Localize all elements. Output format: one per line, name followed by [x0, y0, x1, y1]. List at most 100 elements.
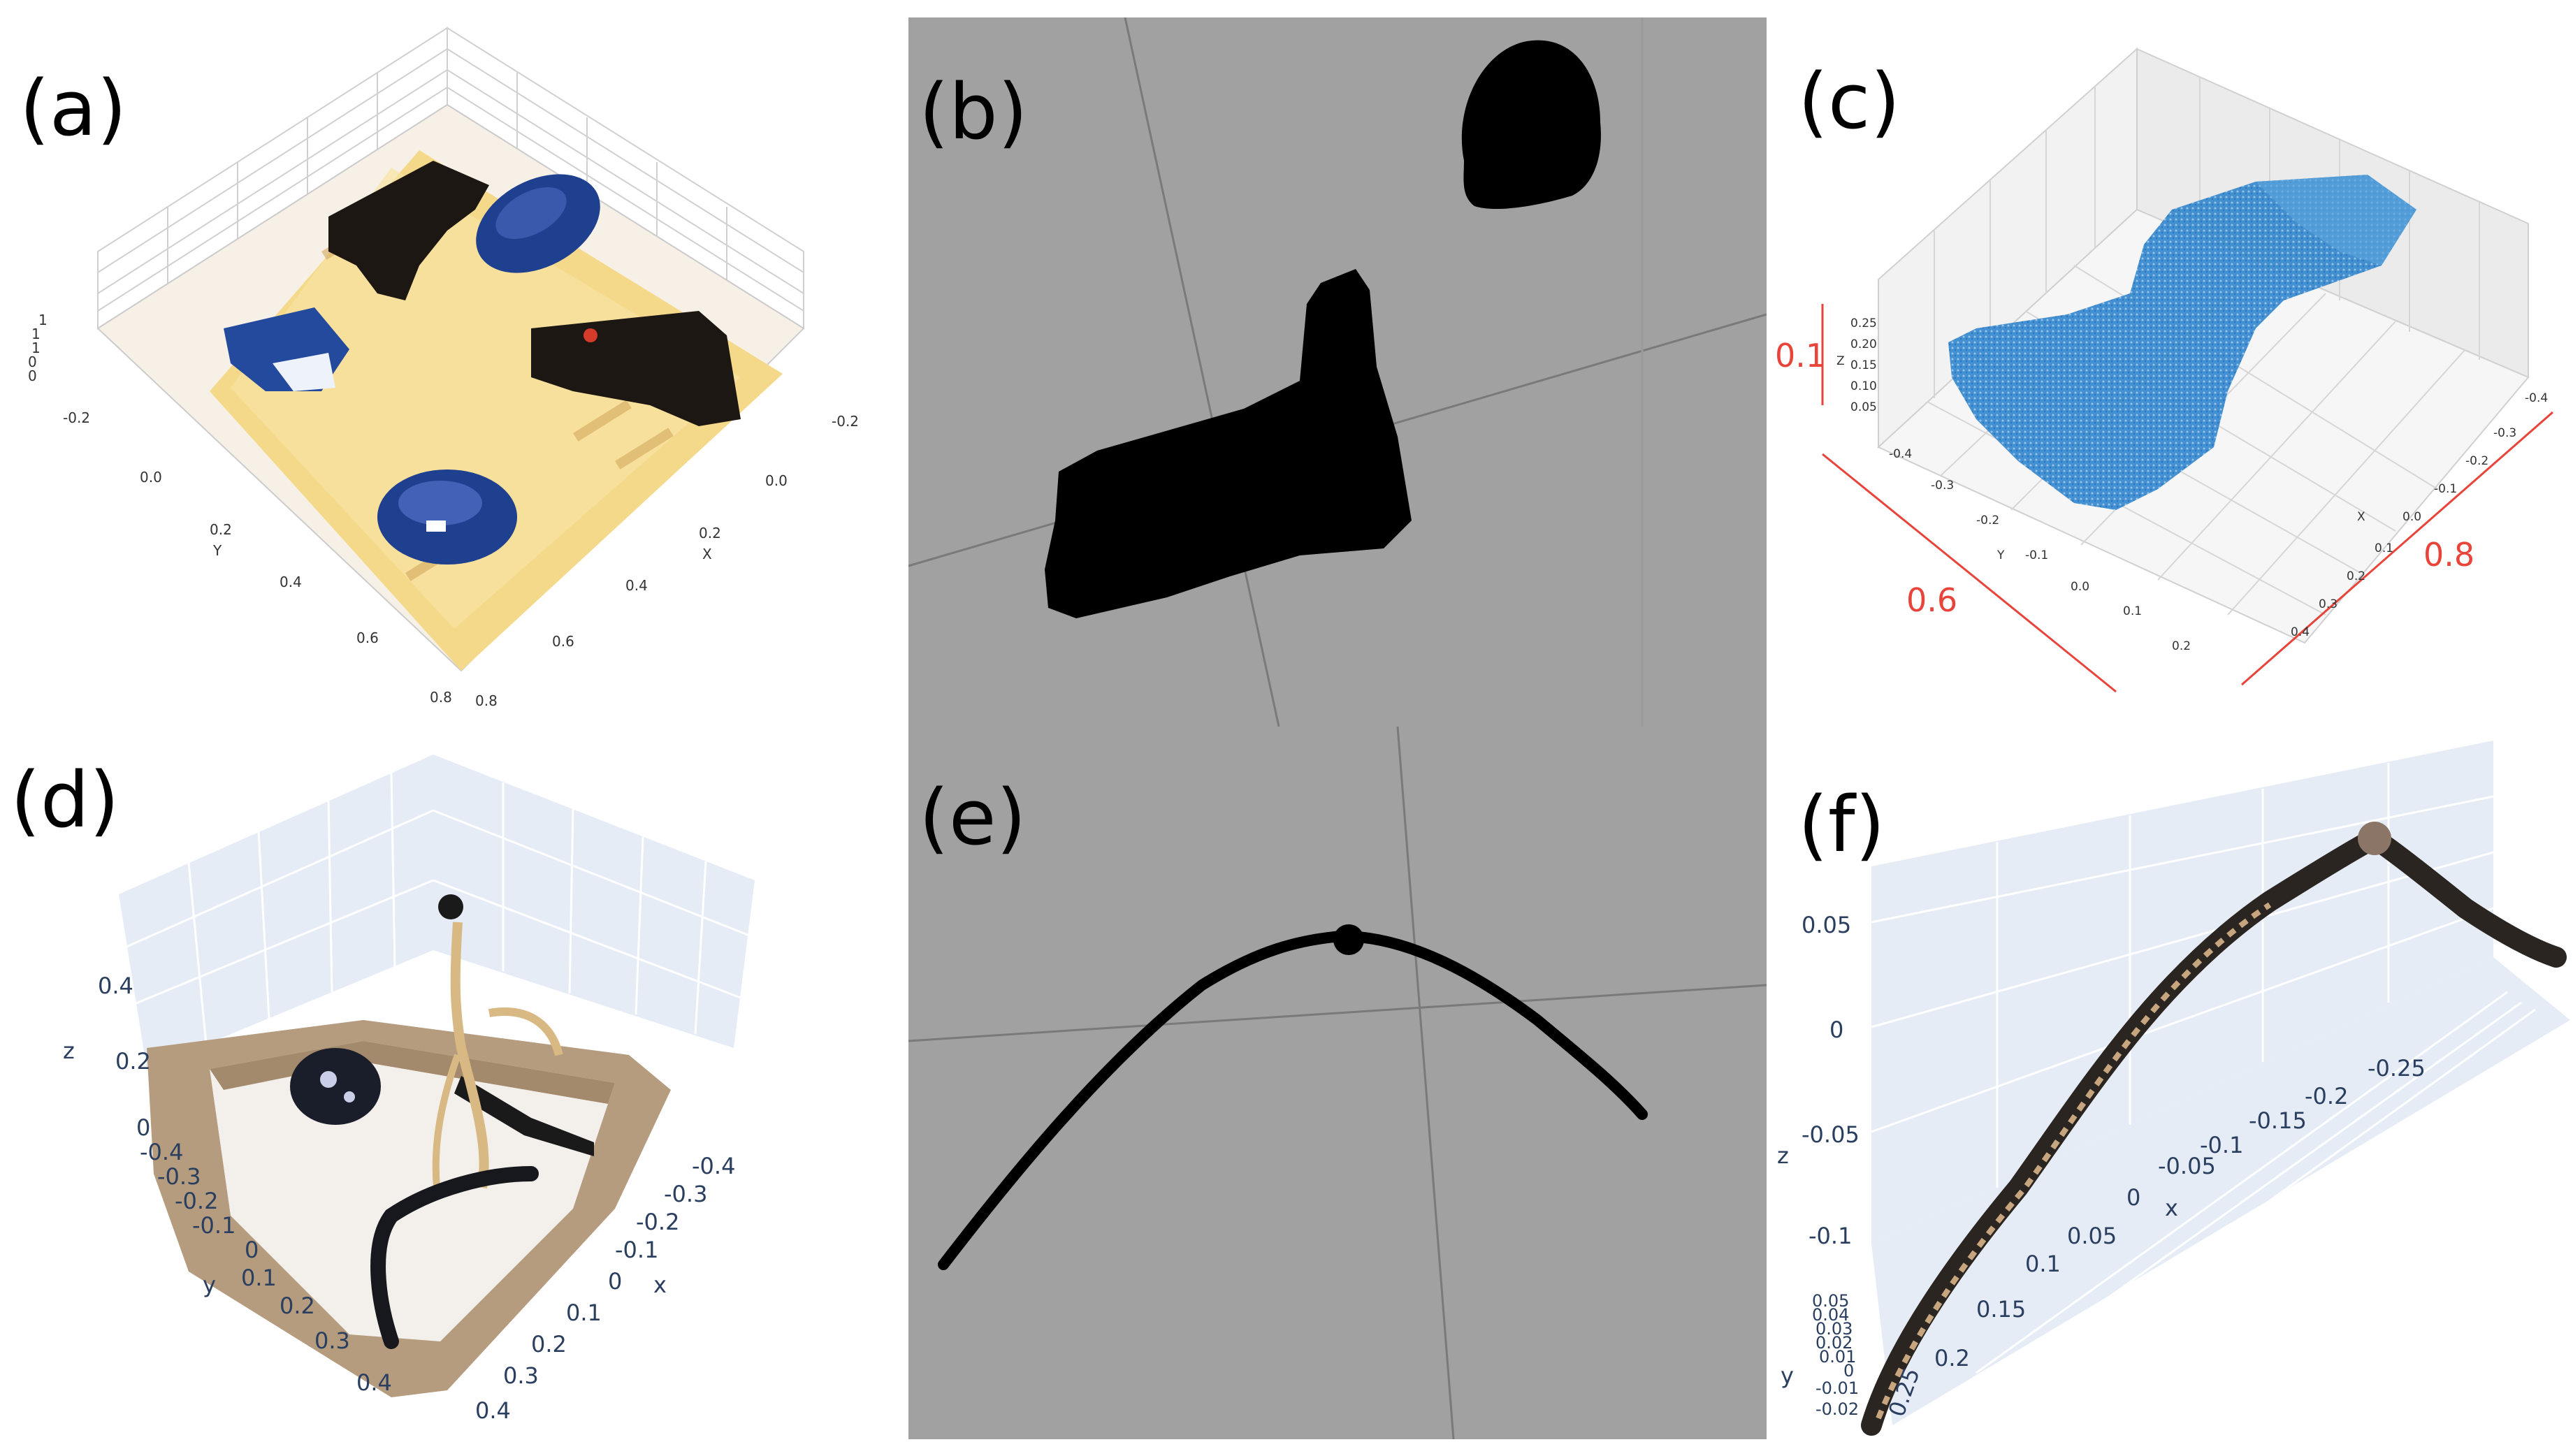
a-x-axis-label: X [702, 546, 712, 562]
d-x-tick: 0 [608, 1268, 622, 1295]
svg-text:0: 0 [28, 354, 37, 370]
d-x-tick: 0.2 [531, 1331, 567, 1357]
panel-d-plot: 0.4 0.2 0 z -0.4 -0.3 -0.2 -0.1 0 0.1 0.… [63, 755, 755, 1424]
f-y-tick: -0.01 [1815, 1378, 1859, 1398]
a-x-tick: 0.6 [552, 633, 574, 650]
d-z-tick: 0.2 [115, 1048, 151, 1075]
c-x-tick: 0.3 [2319, 597, 2338, 611]
c-y-tick: -0.3 [1931, 479, 1954, 493]
panel-a: (a) [0, 0, 908, 727]
panel-label: (e) [919, 773, 1027, 862]
f-depth-tick: 0.15 [1976, 1296, 2026, 1323]
f-y-tick: 0.02 [1815, 1333, 1853, 1353]
a-x-tick: -0.2 [832, 413, 859, 430]
panel-label: (a) [20, 64, 127, 153]
panel-d: (d) 0.4 0.2 0 z -0. [0, 727, 908, 1456]
c-x-tick: 0.0 [2402, 510, 2421, 524]
f-depth-tick: 0.1 [2025, 1251, 2061, 1277]
c-z-tick: 0.05 [1850, 400, 1877, 414]
c-z-tick: 0.10 [1850, 379, 1877, 393]
c-x-tick: 0.2 [2347, 569, 2365, 583]
panel-f-plot: 0.05 0 -0.05 -0.1 z 0.05 0.04 0.03 0.02 … [1777, 741, 2570, 1436]
panel-c-plot: 0.1 0.6 0.8 0.25 0.20 0.15 0.10 0.05 Z -… [1775, 47, 2553, 693]
svg-text:1: 1 [31, 326, 41, 342]
f-x-axis-label: x [2165, 1195, 2178, 1221]
a-x-tick: 0.8 [475, 692, 498, 709]
d-x-tick: -0.2 [636, 1209, 679, 1235]
d-y-tick: 0.2 [280, 1293, 315, 1319]
panel-e-viewport [908, 727, 1767, 1439]
d-y-tick: 0.3 [314, 1327, 350, 1354]
d-z-tick: 0 [136, 1114, 150, 1141]
c-y-axis-label: Y [1996, 548, 2005, 562]
f-y-tick: 0.03 [1815, 1319, 1853, 1339]
panel-label: (d) [10, 755, 119, 845]
f-y-tick: 0.01 [1819, 1347, 1856, 1367]
d-x-tick: -0.4 [692, 1153, 735, 1179]
d-x-tick: 0.3 [503, 1362, 539, 1389]
panel-e: (e) [908, 727, 1767, 1439]
d-x-tick: 0.1 [566, 1300, 602, 1326]
a-y-tick: 0.4 [280, 574, 302, 590]
f-z-tick: -0.05 [1802, 1121, 1860, 1148]
c-x-tick: -0.1 [2434, 482, 2457, 496]
c-y-tick: 0.2 [2172, 639, 2191, 653]
c-x-axis-label: X [2357, 510, 2365, 524]
panel-label: (c) [1798, 57, 1901, 146]
d-y-tick: -0.2 [175, 1188, 218, 1214]
f-y-tick: 0 [1843, 1361, 1854, 1381]
f-depth-tick: 0 [2126, 1184, 2140, 1211]
a-y-ticks: -0.2 0.0 0.2 0.4 0.6 0.8 Y [63, 409, 452, 706]
panel-b: (b) [908, 17, 1767, 727]
f-y-axis-label: y [1781, 1362, 1794, 1389]
c-y-tick: -0.1 [2025, 548, 2048, 562]
c-x-tick: 0.4 [2291, 625, 2310, 639]
panel-c: (c) 0.1 0.6 0. [1767, 0, 2573, 727]
c-x-tick: -0.4 [2525, 391, 2548, 405]
c-z-tick: 0.20 [1850, 337, 1877, 351]
a-y-tick: -0.2 [63, 409, 90, 426]
c-y-tick: 0.0 [2071, 580, 2089, 594]
panel-f: (f) 0.05 0 -0.05 -0.1 z 0.05 0.04 0.03 0… [1767, 727, 2573, 1456]
f-y-tick: 0.05 [1812, 1291, 1849, 1311]
panel-label: (f) [1798, 780, 1885, 869]
d-x-tick: -0.1 [615, 1237, 658, 1263]
c-x-tick: -0.3 [2493, 426, 2516, 440]
d-x-tick: -0.3 [664, 1181, 707, 1207]
f-depth-tick: 0.05 [2067, 1223, 2117, 1249]
d-y-tick: 0 [245, 1237, 259, 1263]
dimension-height-label: 0.1 [1775, 337, 1826, 374]
f-z-axis-label: z [1777, 1142, 1789, 1169]
d-z-axis-label: z [63, 1038, 75, 1064]
a-x-tick: 0.2 [699, 525, 721, 541]
c-y-tick: -0.4 [1889, 447, 1912, 461]
f-x-tick: -0.05 [2158, 1153, 2216, 1179]
a-x-tick: 0.4 [625, 577, 648, 594]
d-y-tick: 0.1 [241, 1265, 277, 1291]
f-z-tick: 0 [1829, 1017, 1843, 1043]
d-y-tick: 0.4 [356, 1369, 392, 1396]
f-x-tick: -0.1 [2200, 1132, 2243, 1158]
d-x-tick: 0.4 [475, 1397, 511, 1424]
d-x-axis-label: x [653, 1272, 667, 1298]
a-y-tick: 0.2 [210, 521, 232, 538]
a-x-ticks: -0.2 0.0 0.2 0.4 0.6 0.8 X [475, 413, 859, 709]
f-x-tick: -0.25 [2368, 1055, 2426, 1082]
d-y-axis-label: y [203, 1272, 216, 1298]
c-z-tick: 0.25 [1850, 316, 1877, 330]
a-y-tick: 0.0 [140, 469, 162, 486]
c-x-tick: -0.2 [2465, 454, 2488, 468]
z-tick: 1 [38, 312, 48, 328]
f-x-tick: -0.15 [2249, 1107, 2307, 1134]
a-y-tick: 0.6 [356, 629, 379, 646]
panel-a-plot: 1 1 1 0 0 -0.2 0.0 0.2 0.4 0.6 0.8 Y -0.… [28, 27, 859, 709]
d-y-tick: -0.1 [192, 1212, 235, 1239]
f-z-tick: -0.1 [1809, 1223, 1852, 1249]
c-z-tick: 0.15 [1850, 358, 1877, 372]
panel-label: (b) [919, 67, 1028, 156]
dimension-depth-label: 0.6 [1906, 581, 1957, 619]
f-x-tick: -0.2 [2305, 1083, 2348, 1109]
panel-b-viewport [908, 17, 1767, 727]
svg-text:0: 0 [28, 367, 37, 384]
a-y-tick: 0.8 [430, 689, 452, 706]
